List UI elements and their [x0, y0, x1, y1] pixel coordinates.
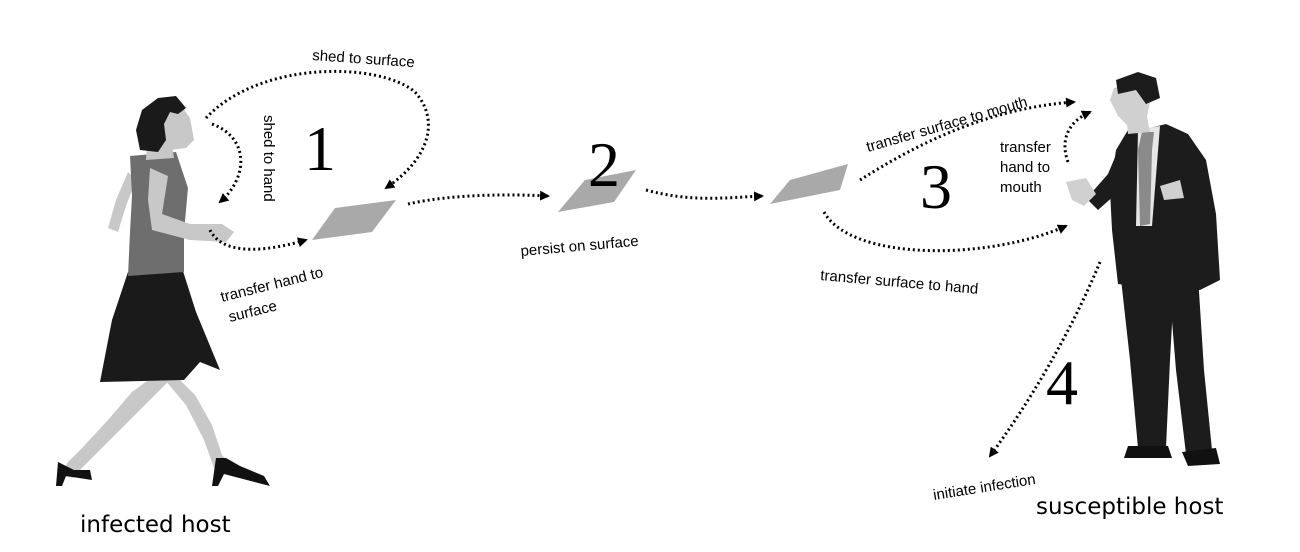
woman-back-arm — [108, 172, 136, 232]
woman-back-leg — [60, 375, 170, 478]
arrow-hand-to-surface — [208, 229, 308, 251]
step-1-number: 1 — [304, 113, 336, 184]
arrow-surface1-to-surface2 — [407, 190, 550, 206]
step-3-number: 3 — [920, 151, 952, 222]
man-right-leg — [1168, 272, 1212, 454]
woman-front-arm — [148, 168, 234, 242]
step-2-number: 2 — [588, 129, 620, 200]
label-shed-to-hand: shed to hand — [260, 115, 277, 202]
step-4-number: 4 — [1046, 347, 1078, 418]
woman-front-shoe — [212, 458, 270, 486]
arrow-shed-to-surface — [204, 69, 430, 190]
arrow-surface-to-mouth — [859, 97, 1076, 182]
surface-2 — [558, 170, 636, 212]
infected-host-figure — [56, 96, 270, 486]
infected-host-label: infected host — [80, 512, 231, 538]
man-raised-hand — [1066, 178, 1096, 206]
label-transfer-surface-to-hand: transfer surface to hand — [820, 267, 979, 298]
woman-skirt — [100, 268, 220, 382]
man-other-hand — [1160, 180, 1184, 200]
susceptible-host-figure — [1066, 72, 1220, 466]
arrow-shed-to-hand — [211, 122, 243, 204]
label-transfer-hand-to-mouth-line1: transfer — [1000, 139, 1051, 156]
woman-back-shoe — [56, 462, 92, 486]
man-hair — [1116, 72, 1160, 104]
arrow-surface2-to-surface3 — [645, 188, 764, 202]
woman-hair — [136, 96, 186, 152]
arrow-hand-to-mouth — [1063, 110, 1092, 163]
man-left-shoe — [1124, 446, 1172, 458]
label-shed-to-surface: shed to surface — [312, 47, 415, 71]
label-transfer-hand-to-mouth-line3: mouth — [1000, 179, 1042, 196]
label-persist-on-surface: persist on surface — [520, 233, 639, 260]
label-initiate-infection: initiate infection — [932, 471, 1037, 504]
man-right-shoe — [1182, 448, 1220, 466]
surface-3 — [770, 164, 848, 204]
man-left-leg — [1120, 270, 1175, 448]
label-transfer-hand-to-mouth-line2: hand to — [1000, 159, 1050, 176]
man-jacket — [1110, 124, 1220, 290]
susceptible-host-label: susceptible host — [1036, 494, 1223, 520]
arrow-initiate-infection — [988, 261, 1102, 458]
surface-1 — [312, 200, 396, 240]
woman-face — [160, 104, 194, 150]
woman-front-leg — [165, 375, 232, 474]
man-tie — [1138, 132, 1154, 226]
